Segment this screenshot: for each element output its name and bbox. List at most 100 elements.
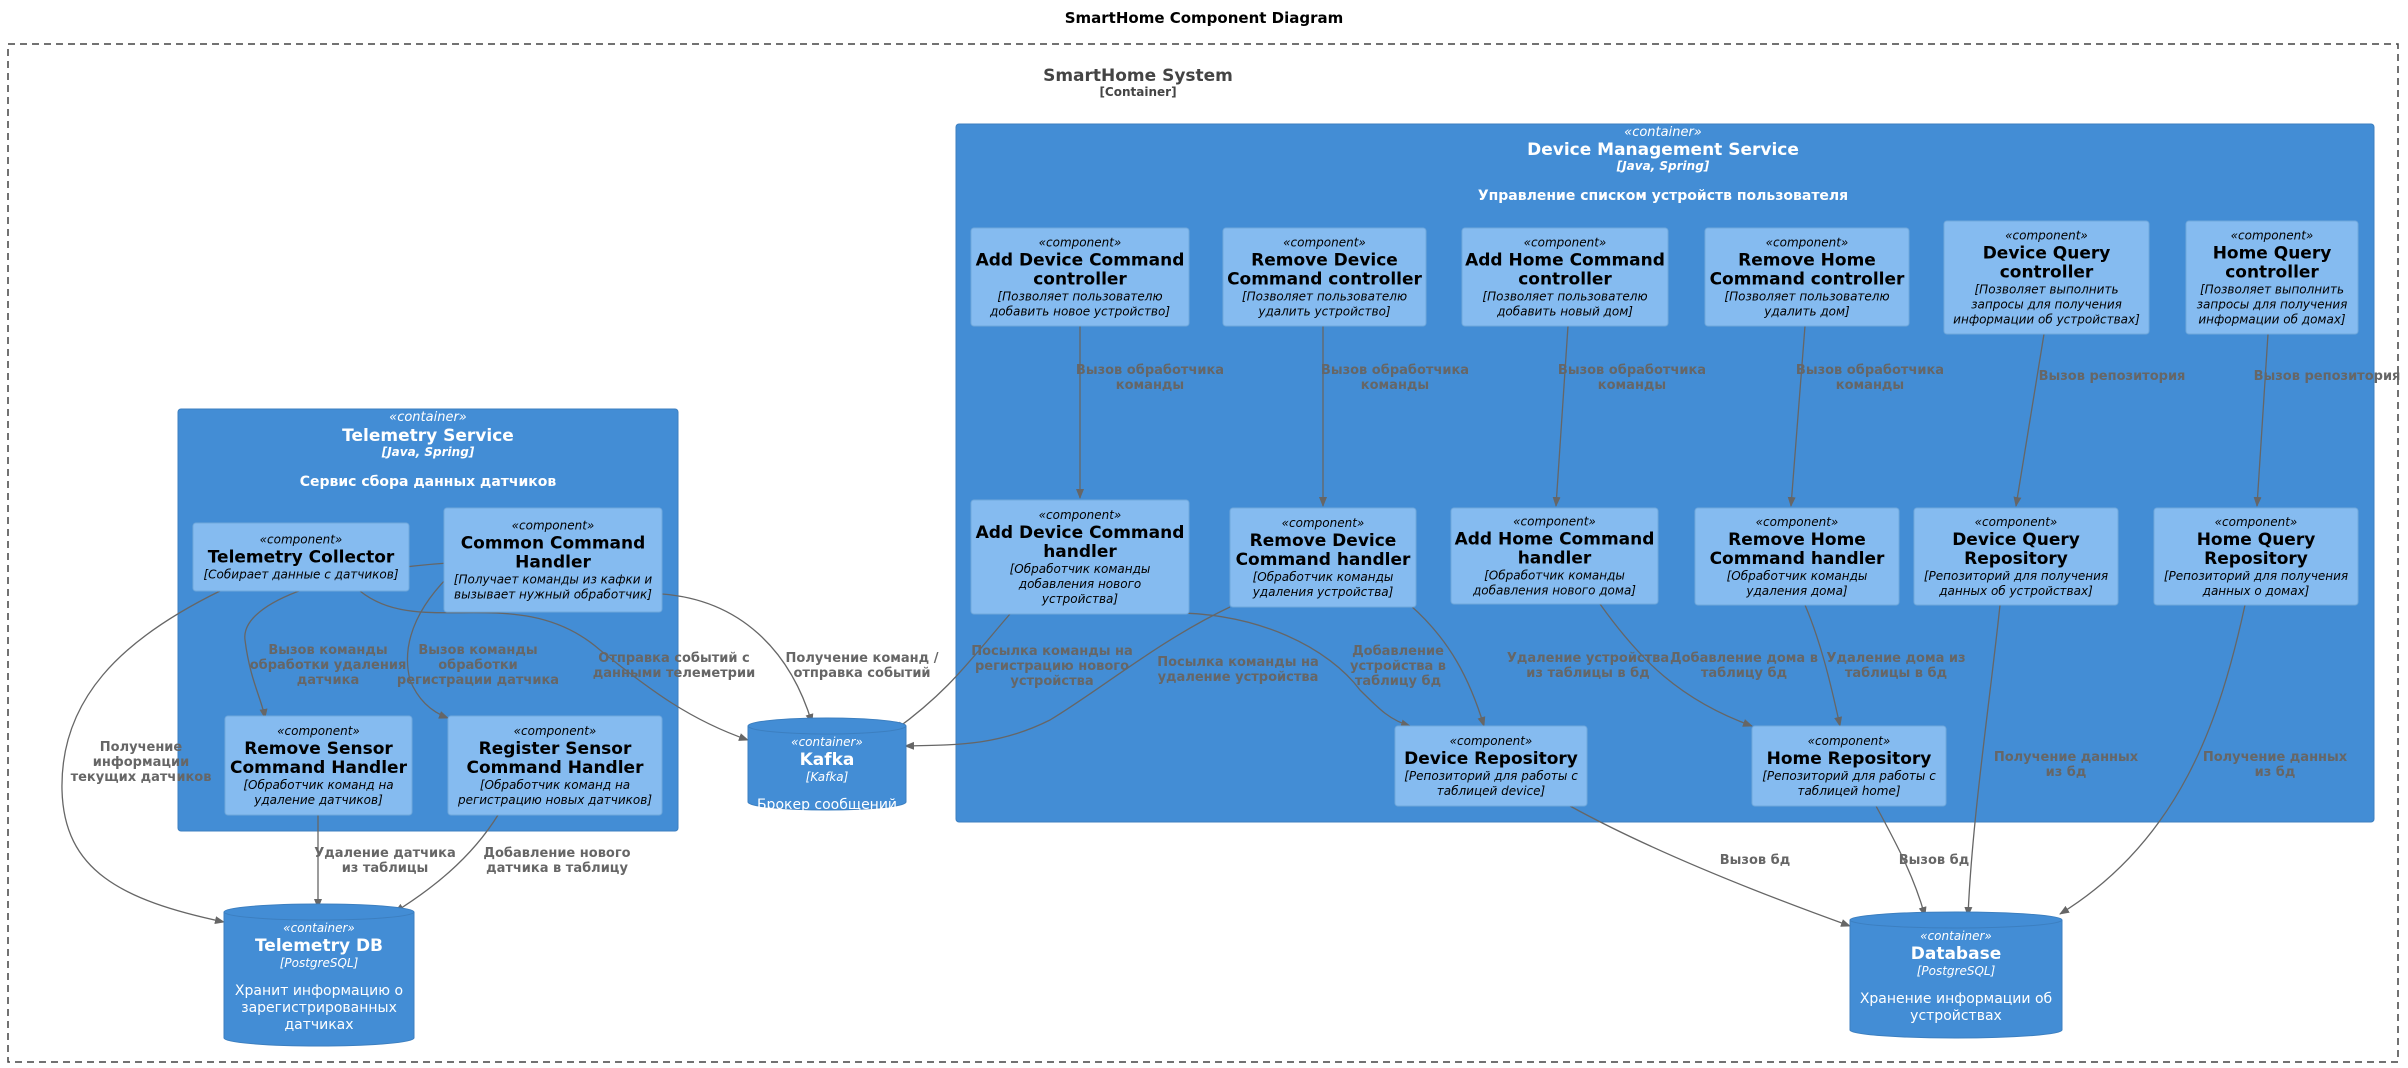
component-name: controller — [2225, 263, 2319, 283]
component-desc: [Обработчик команды — [1484, 569, 1625, 583]
store-stereotype: «container» — [791, 735, 863, 749]
relation-label-line: команды — [1598, 378, 1666, 393]
component-box — [1943, 220, 2150, 335]
component-add-home-ctrl: «component»Add Home Commandcontroller[По… — [1461, 227, 1669, 327]
container-stereotype: «container» — [1624, 125, 1702, 140]
component-name: Add Device Command — [976, 251, 1185, 271]
relation-label-line: Вызов бд — [1899, 853, 1969, 868]
relation-label-line: Удаление датчика — [314, 846, 456, 861]
component-desc: вызывает нужный обработчик] — [454, 588, 652, 602]
relation-label-line: Вызов обработчика — [1796, 363, 1944, 378]
relation-label-line: регистрации датчика — [397, 673, 559, 688]
component-name: Device Repository — [1404, 749, 1578, 769]
relation-label-line: удаление устройства — [1158, 670, 1319, 685]
component-stereotype: «component» — [1524, 236, 1607, 250]
relation-label-line: обработки — [438, 658, 518, 673]
relation-r15 — [904, 606, 1231, 750]
component-desc: [Репозиторий для получения — [2164, 569, 2348, 583]
component-name: Command Handler — [467, 758, 645, 778]
component-box — [1704, 227, 1910, 327]
relation-label-line: Получение данных — [1994, 750, 2139, 765]
component-box — [1222, 227, 1427, 327]
component-name: Add Home Command — [1455, 530, 1655, 550]
component-desc: [Обработчик команд на — [480, 778, 630, 792]
component-box — [192, 522, 410, 592]
component-dev-query-ctrl: «component»Device Querycontroller[Позвол… — [1943, 220, 2150, 335]
component-name: controller — [1518, 270, 1612, 290]
data-stores: «container»Kafka[Kafka]Брокер сообщений«… — [223, 717, 2063, 1047]
store-tech: [PostgreSQL] — [280, 956, 359, 970]
relation-label-line: Получение — [100, 740, 183, 755]
component-name: Remove Home — [1728, 530, 1866, 550]
component-stereotype: «component» — [512, 519, 595, 533]
relation-label-line: из бд — [2255, 765, 2296, 780]
component-desc: [Обработчик команды — [1010, 562, 1151, 576]
relation-label-line: устройства в — [1350, 659, 1446, 674]
store-kafka: «container»Kafka[Kafka]Брокер сообщений — [747, 717, 907, 813]
relation-label-line: Посылка команды на — [1157, 655, 1319, 670]
relation-label-line: устройства — [1010, 674, 1093, 689]
relation-label-line: датчика — [297, 673, 359, 688]
relation-label-r13: Вызов репозитория — [2254, 369, 2401, 384]
cylinder-rim — [747, 725, 907, 735]
component-box — [224, 715, 413, 816]
relation-r22 — [1569, 805, 1851, 927]
relation-label-line: Отправка событий с — [598, 651, 749, 666]
store-desc: Хранит информацию о — [235, 983, 403, 999]
component-desc: информации об устройствах] — [1953, 313, 2140, 327]
relation-label-line: Добавление — [1352, 644, 1444, 659]
relation-r3 — [359, 590, 749, 741]
relation-label-r23: Вызов бд — [1899, 853, 1969, 868]
component-desc: добавления нового дома] — [1472, 584, 1636, 598]
component-box — [1694, 507, 1900, 606]
container-name: Device Management Service — [1527, 140, 1799, 160]
container-tech: [Java, Spring] — [381, 445, 475, 459]
cylinder-body — [747, 717, 907, 811]
system-boundary: SmartHome System [Container] — [7, 43, 2399, 1063]
relation-label-line: команды — [1361, 378, 1429, 393]
relation-r13 — [2253, 333, 2269, 507]
component-desc: [Позволяет пользователю — [1724, 290, 1889, 304]
component-box — [970, 499, 1190, 615]
component-desc: [Репозиторий для работы с — [1762, 769, 1936, 783]
component-stereotype: «component» — [514, 724, 597, 738]
component-home-query-ctrl: «component»Home Querycontroller[Позволяе… — [2185, 220, 2359, 335]
container-desc: Управление списком устройств пользовател… — [1478, 188, 1848, 204]
relation-r21 — [2059, 604, 2246, 915]
component-desc: удаление датчиков] — [253, 793, 383, 807]
store-stereotype: «container» — [1920, 929, 1992, 943]
container-tech: [Java, Spring] — [1616, 159, 1710, 173]
component-name: Command handler — [1236, 550, 1411, 570]
component-desc: [Позволяет выполнить — [1974, 283, 2118, 297]
relation-label-r4: Получение команд /отправка событий — [786, 651, 939, 681]
store-database: «container»Database[PostgreSQL]Хранение … — [1849, 911, 2063, 1039]
component-name: Home Query — [2213, 244, 2332, 264]
container-stereotype: «container» — [389, 410, 467, 425]
component-stereotype: «component» — [2215, 515, 2298, 529]
component-stereotype: «component» — [1975, 515, 2058, 529]
relation-label-line: команды — [1116, 378, 1184, 393]
component-name: Remove Sensor — [244, 739, 393, 759]
relation-label-line: регистрацию нового — [975, 659, 1129, 674]
cylinder-rim — [1849, 919, 2063, 929]
store-name: Kafka — [800, 750, 855, 770]
component-name: Remove Device — [1251, 251, 1398, 271]
relation-label-line: из таблицы — [342, 861, 429, 876]
component-dev-repo: «component»Device Repository[Репозиторий… — [1394, 725, 1588, 807]
relation-label-line: Вызов обработчика — [1076, 363, 1224, 378]
component-stereotype: «component» — [1450, 734, 1533, 748]
component-home-query-repo: «component»Home QueryRepository[Репозито… — [2153, 507, 2359, 606]
relation-label-line: обработки удаления — [250, 658, 407, 673]
